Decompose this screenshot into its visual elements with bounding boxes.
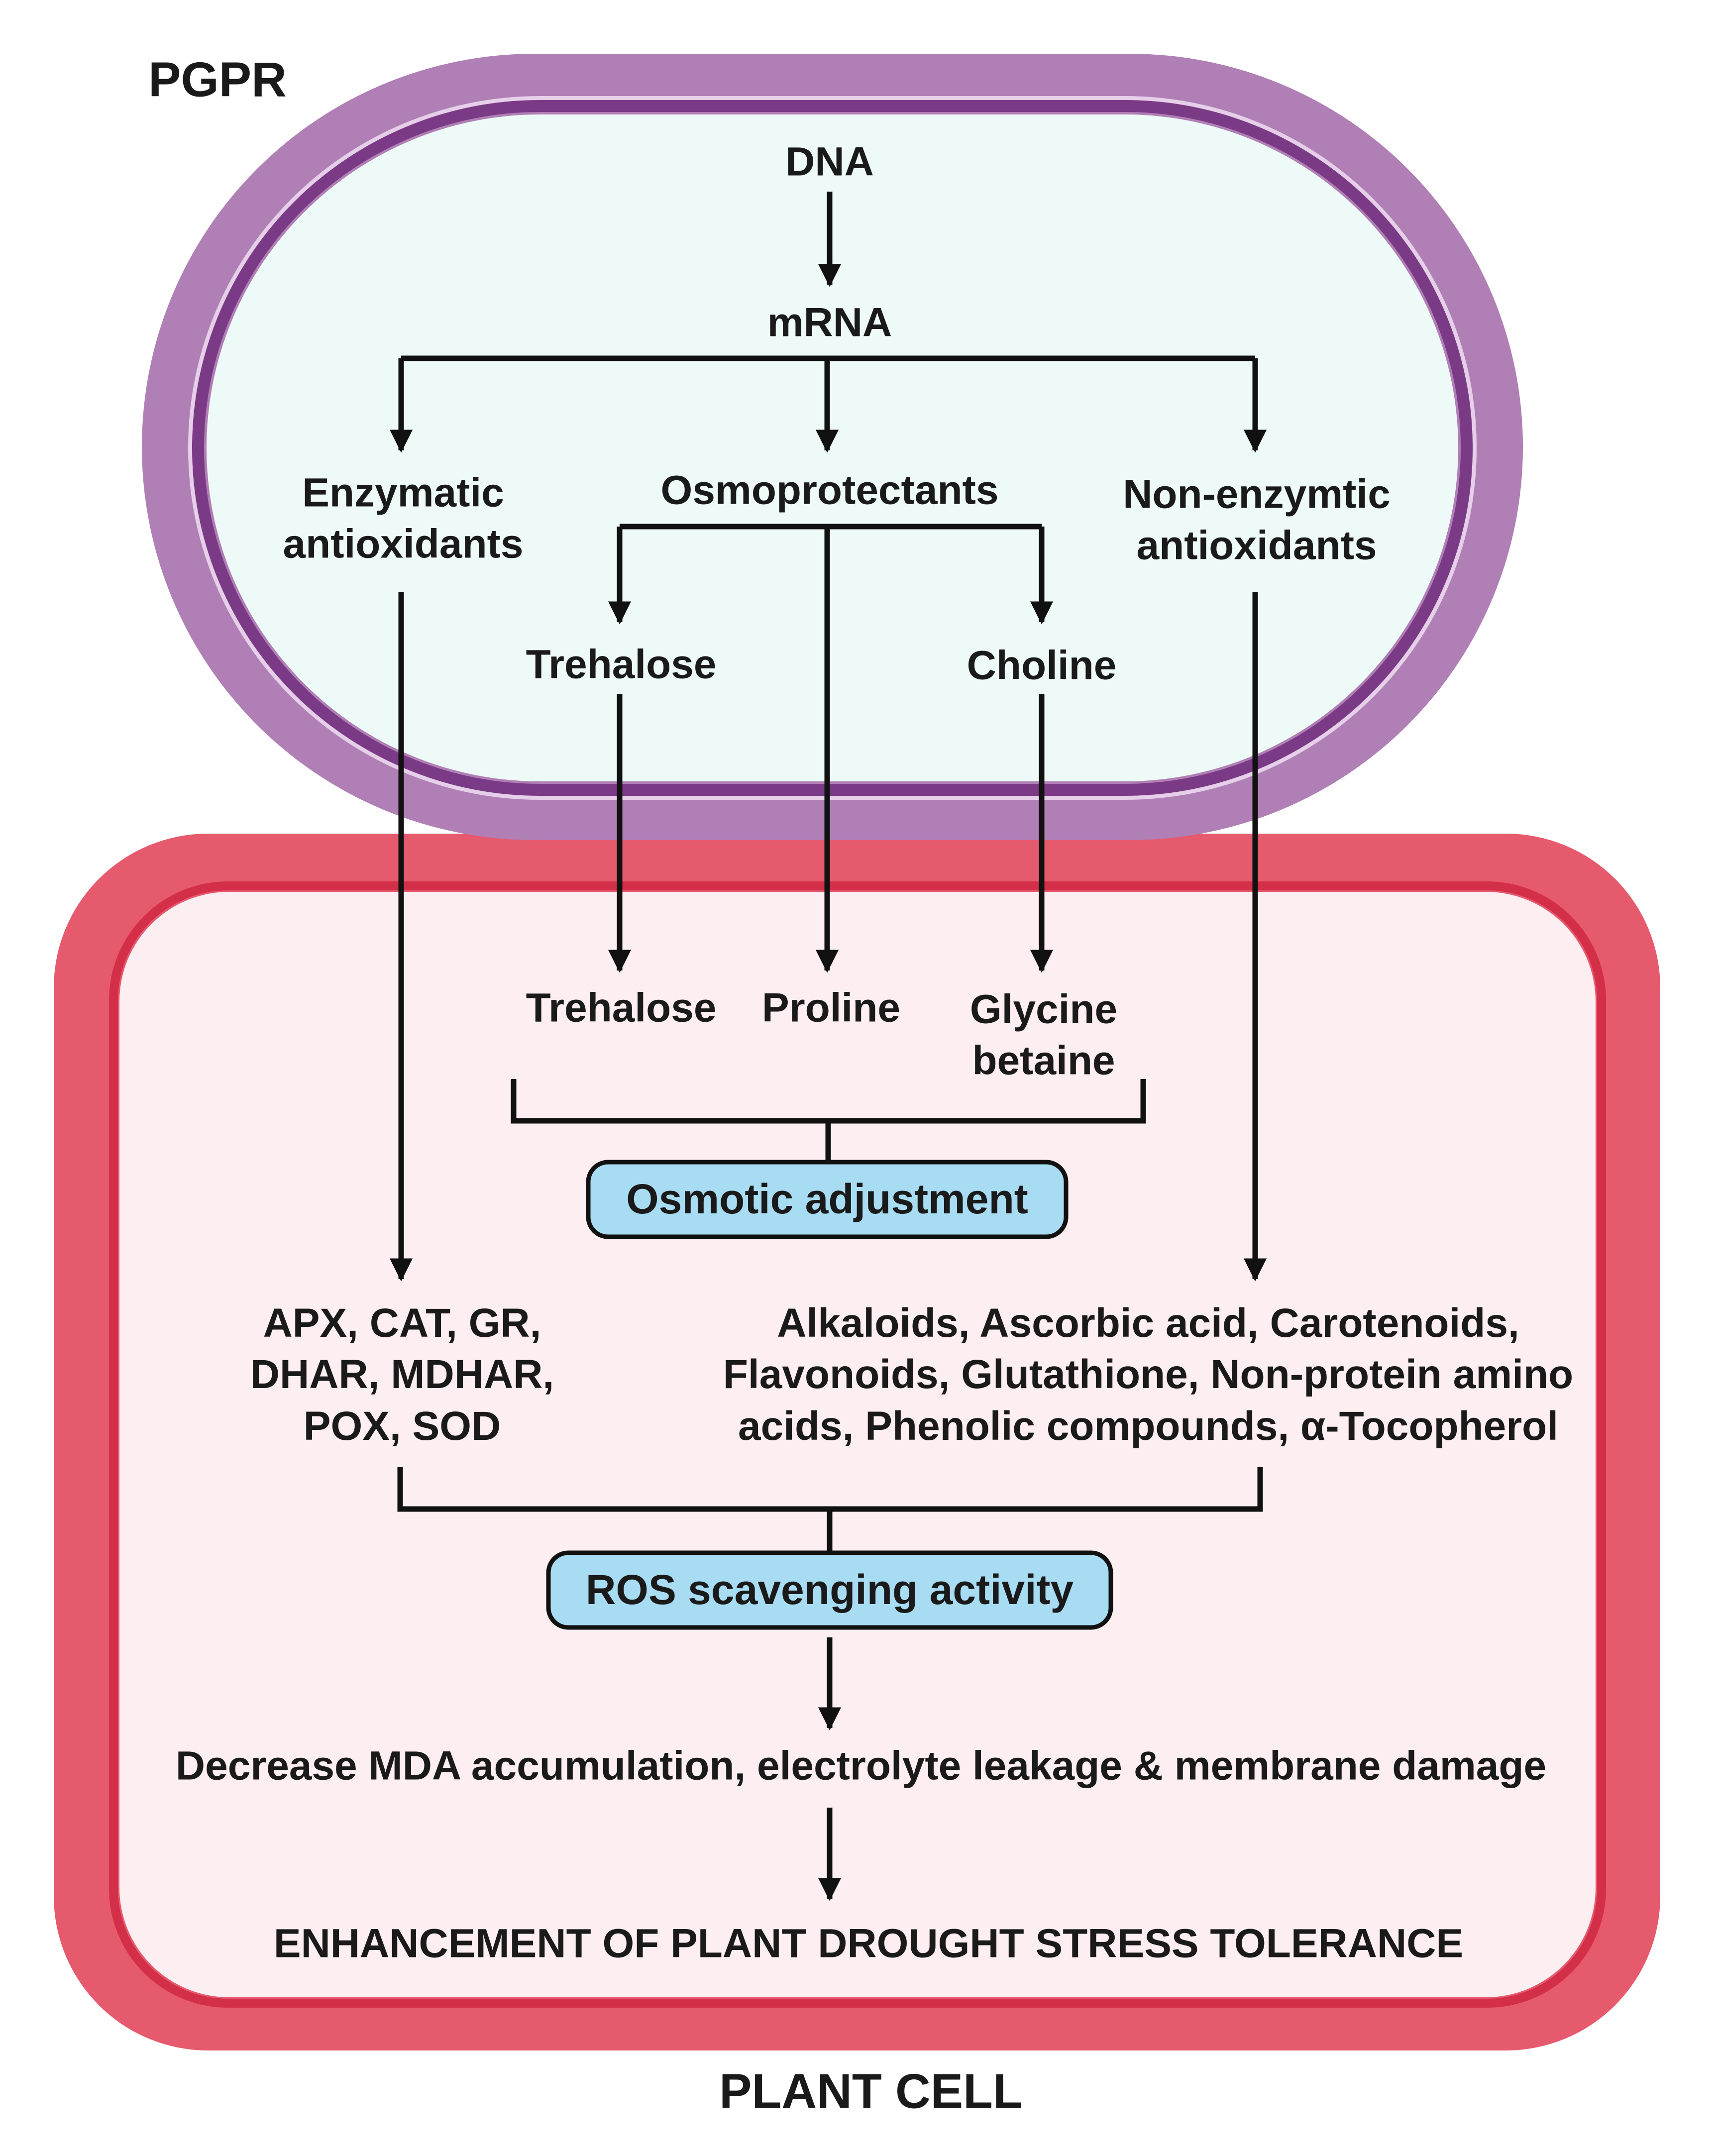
enzymatic-antioxidants-label: Enzymatic antioxidants — [283, 470, 524, 567]
non-enzymatic-antioxidants-label: Non-enzymtic antioxidants — [1123, 471, 1391, 568]
osmotic-adjustment-label: Osmotic adjustment — [626, 1176, 1028, 1223]
osmoprotectants-label: Osmoprotectants — [660, 467, 999, 513]
plant-cell-title: PLANT CELL — [719, 2063, 1023, 2119]
ros-scavenging-label: ROS scavenging activity — [585, 1566, 1074, 1614]
plant-cell-cytoplasm — [119, 892, 1596, 1997]
plant-cell-membrane — [109, 881, 1606, 2008]
ros-scavenging-box — [546, 1550, 1113, 1630]
pgpr-membrane — [189, 97, 1476, 799]
trehalose-top-label: Trehalose — [526, 642, 717, 687]
pgpr-inner-membrane-line — [188, 96, 1477, 800]
osmotic-adjustment-box — [586, 1160, 1069, 1239]
non-enzymatic-list-label: Alkaloids, Ascorbic acid, Carotenoids, F… — [723, 1300, 1574, 1449]
proline-label: Proline — [762, 985, 900, 1031]
pgpr-title: PGPR — [148, 52, 287, 107]
trehalose-bottom-label: Trehalose — [526, 985, 717, 1031]
decrease-damage-label: Decrease MDA accumulation, electrolyte l… — [175, 1743, 1547, 1789]
dna-label: DNA — [785, 139, 874, 185]
connectors — [389, 192, 1267, 1901]
choline-label: Choline — [966, 643, 1117, 688]
glycine-betaine-label: Glycine betaine — [969, 986, 1118, 1083]
mrna-label: mRNA — [767, 300, 892, 345]
enzymes-list-label: APX, CAT, GR, DHAR, MDHAR, POX, SOD — [250, 1300, 554, 1449]
enhancement-label: ENHANCEMENT OF PLANT DROUGHT STRESS TOLE… — [273, 1921, 1464, 1966]
